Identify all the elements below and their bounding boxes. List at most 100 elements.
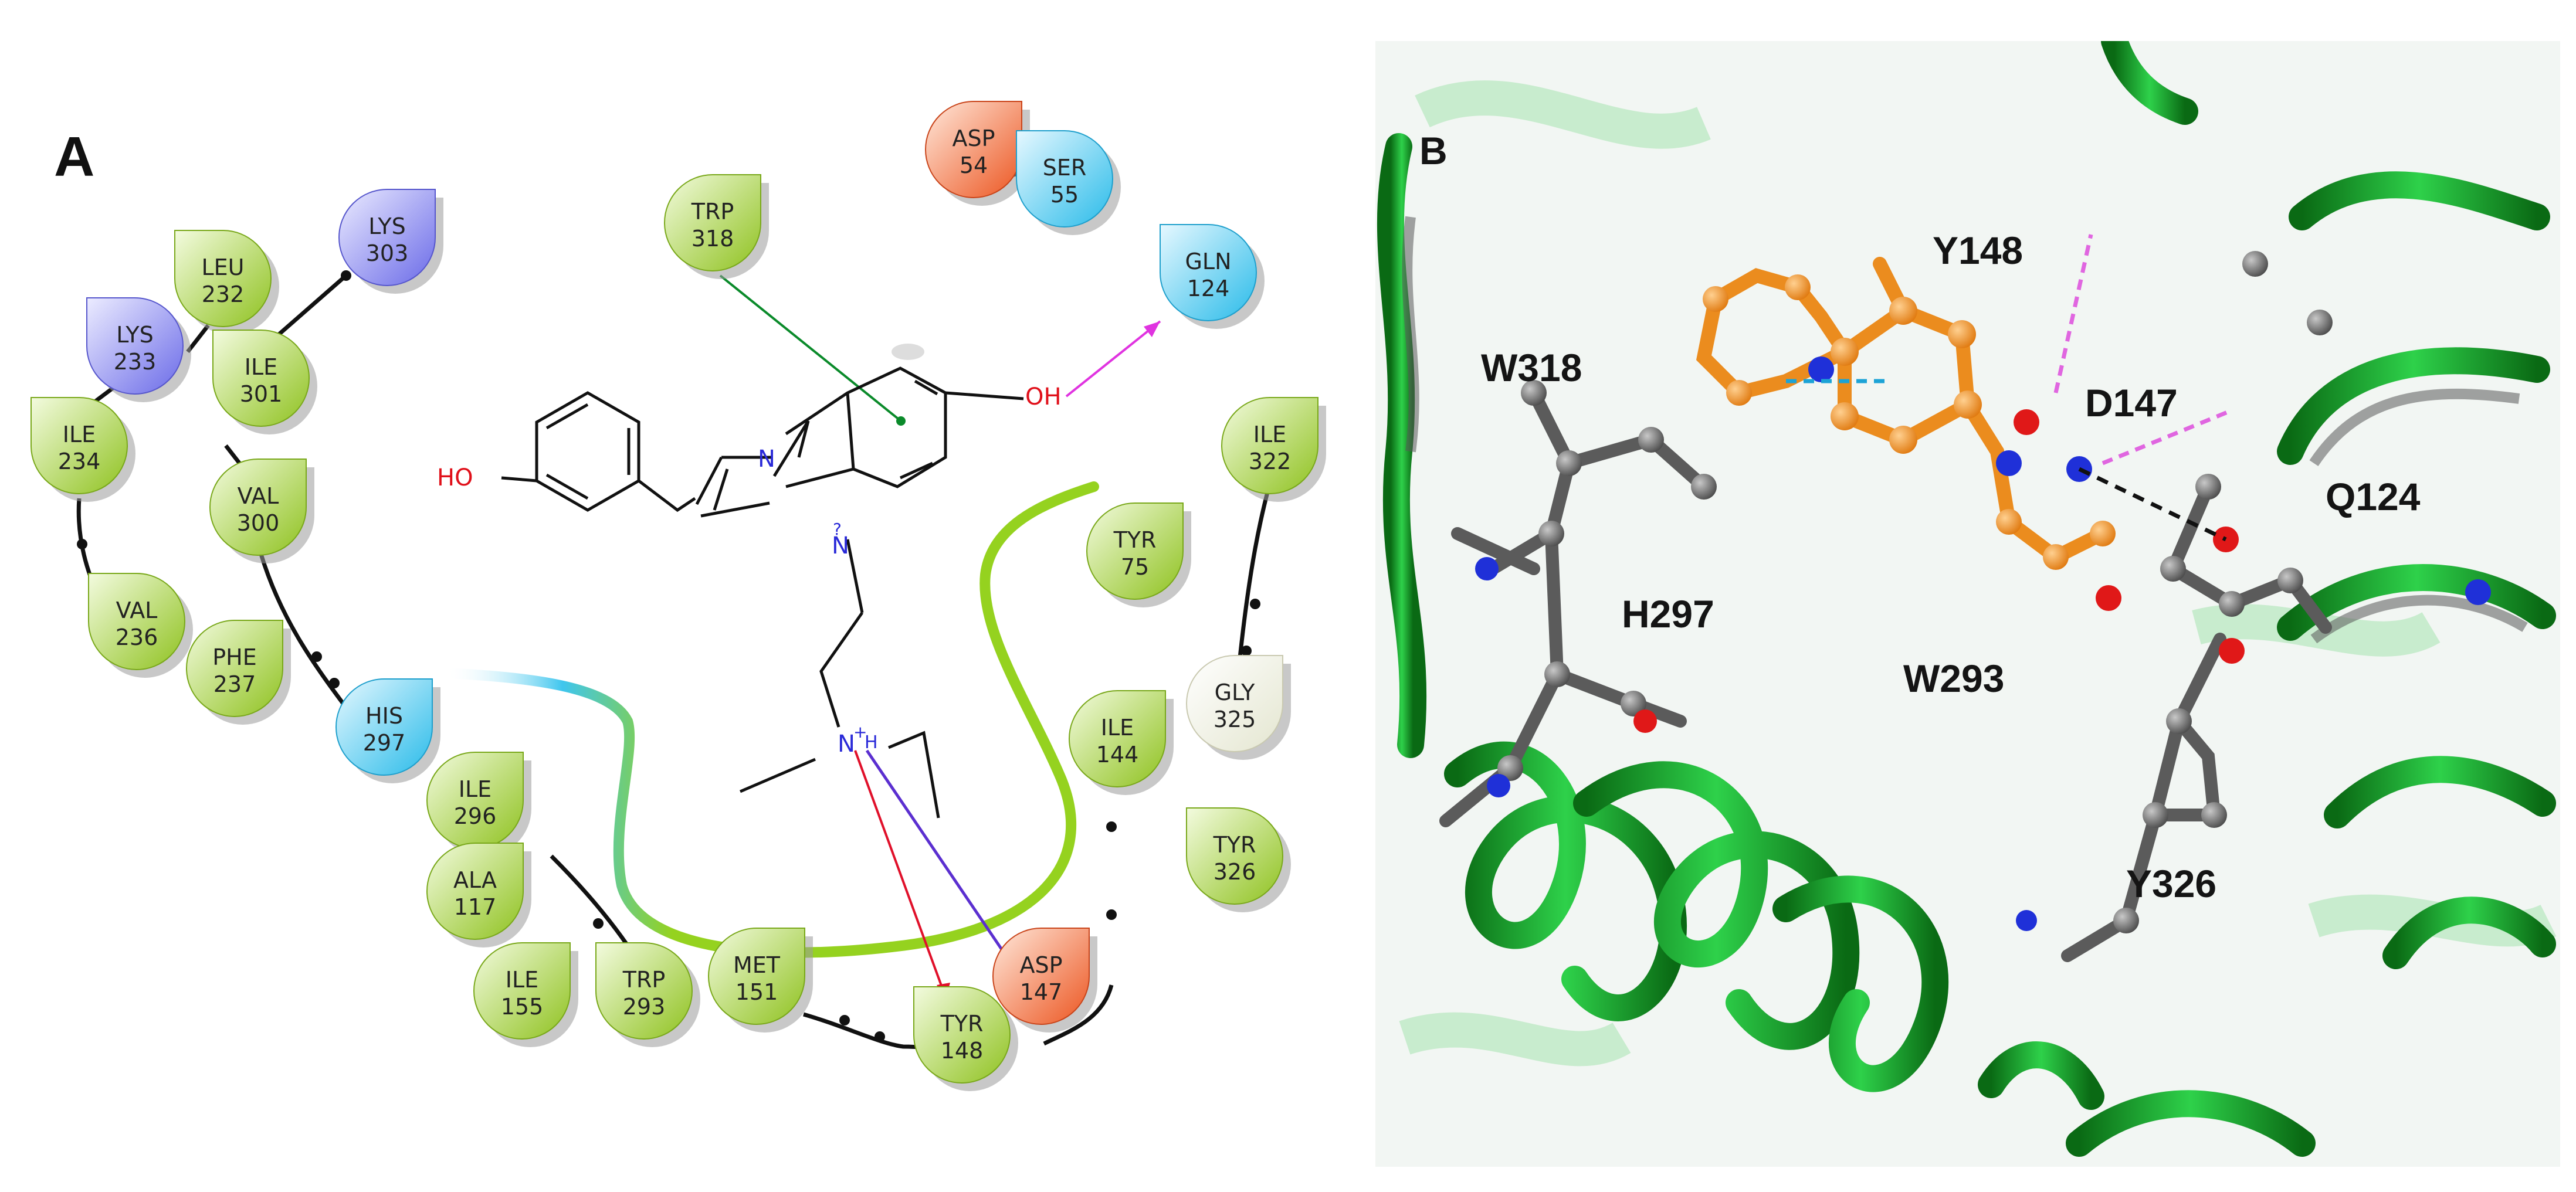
residue-number: 124 (1187, 276, 1230, 301)
residue-shape (1186, 655, 1283, 752)
residue-name: GLN (1185, 249, 1231, 274)
residue-shape (664, 174, 761, 271)
residue-number: 234 (58, 449, 101, 474)
residue-shape (338, 189, 436, 286)
residue-number: 318 (692, 226, 734, 252)
residue-name: ASP (952, 125, 995, 151)
n-ring-bottom-atom: N (832, 532, 849, 559)
residue-number: 117 (454, 894, 497, 920)
hetero-atoms (1475, 356, 2491, 931)
residue-number: 75 (1121, 554, 1149, 580)
residue-name: ILE (63, 422, 96, 447)
hbond-arrow-gln124 (1144, 321, 1160, 337)
residue-shape (88, 573, 185, 670)
residue-number: 297 (363, 730, 406, 756)
n-ring-top-atom: N (758, 446, 775, 473)
residue-shape (595, 942, 693, 1040)
residue-shape (1016, 130, 1113, 227)
n-ring-bottom-mark: ? (833, 519, 842, 539)
residue-shape (212, 330, 310, 427)
ho-left-atom: HO (437, 464, 473, 491)
residue-number: 151 (735, 979, 778, 1005)
residue-shape (925, 101, 1022, 198)
residue-number: 301 (240, 381, 283, 407)
pocket-outline (440, 481, 1099, 958)
residue-number: 144 (1096, 742, 1139, 768)
label-y326: Y326 (2126, 862, 2216, 905)
backbone-dots (77, 270, 1260, 1042)
panel-a-label: A (54, 125, 94, 188)
residue-name: ALA (453, 867, 497, 893)
pi-cation-line-tyr148 (854, 750, 947, 997)
residue-name: ILE (1253, 422, 1286, 447)
pi-stacking-line (719, 274, 902, 422)
residue-name: ILE (506, 967, 538, 993)
residue-name: ASP (1019, 952, 1062, 978)
residue-shape (30, 397, 128, 494)
residue-number: 148 (941, 1038, 984, 1064)
label-d147: D147 (2085, 381, 2178, 424)
residue-name: LYS (368, 213, 405, 239)
interaction-dashes (1786, 234, 2233, 542)
residue-shape (174, 230, 272, 327)
ligand-structure (501, 366, 1024, 819)
residue-shape (335, 678, 433, 776)
label-q124: Q124 (2326, 475, 2421, 518)
residue-shape (186, 620, 283, 717)
amine-n-atom: N (838, 731, 855, 758)
residue-number: 293 (623, 994, 666, 1020)
residue-number: 322 (1249, 449, 1292, 474)
residue-shape (1186, 807, 1283, 905)
residue-shape (209, 459, 307, 556)
panel-a-interaction-diagram: A (30, 101, 1326, 1091)
residue-shape (426, 843, 524, 940)
residue-name: TYR (1213, 832, 1256, 858)
residue-name: VAL (238, 483, 279, 509)
residue-number: 300 (237, 510, 280, 536)
residue-number: 55 (1050, 182, 1079, 208)
residue-number: 296 (454, 803, 497, 829)
helix-ribbons (1377, 41, 2556, 1157)
residue-number: 54 (960, 152, 988, 178)
residue-number: 236 (116, 624, 158, 650)
residue-name: GLY (1215, 680, 1256, 705)
residue-name: ILE (459, 776, 492, 802)
residue-shape (86, 297, 184, 395)
residue-shape (708, 928, 805, 1025)
residue-name: ILE (245, 354, 277, 380)
label-w318: W318 (1481, 346, 1582, 389)
residue-name: PHE (212, 644, 257, 670)
residue-name: TYR (940, 1011, 984, 1037)
residue-number: 325 (1214, 707, 1256, 732)
residue-shape (1069, 690, 1166, 787)
residue-number: 303 (366, 240, 409, 266)
panel-b-3d-structure: B Y148 W318 D147 Q124 H297 W293 Y326 (1375, 41, 2560, 1167)
residue-name: LEU (202, 254, 245, 280)
residue-shape (992, 928, 1090, 1025)
residue-name: VAL (116, 597, 158, 623)
residue-shape (473, 942, 571, 1040)
label-y148: Y148 (1933, 229, 2023, 272)
residue-shape (1160, 224, 1257, 321)
